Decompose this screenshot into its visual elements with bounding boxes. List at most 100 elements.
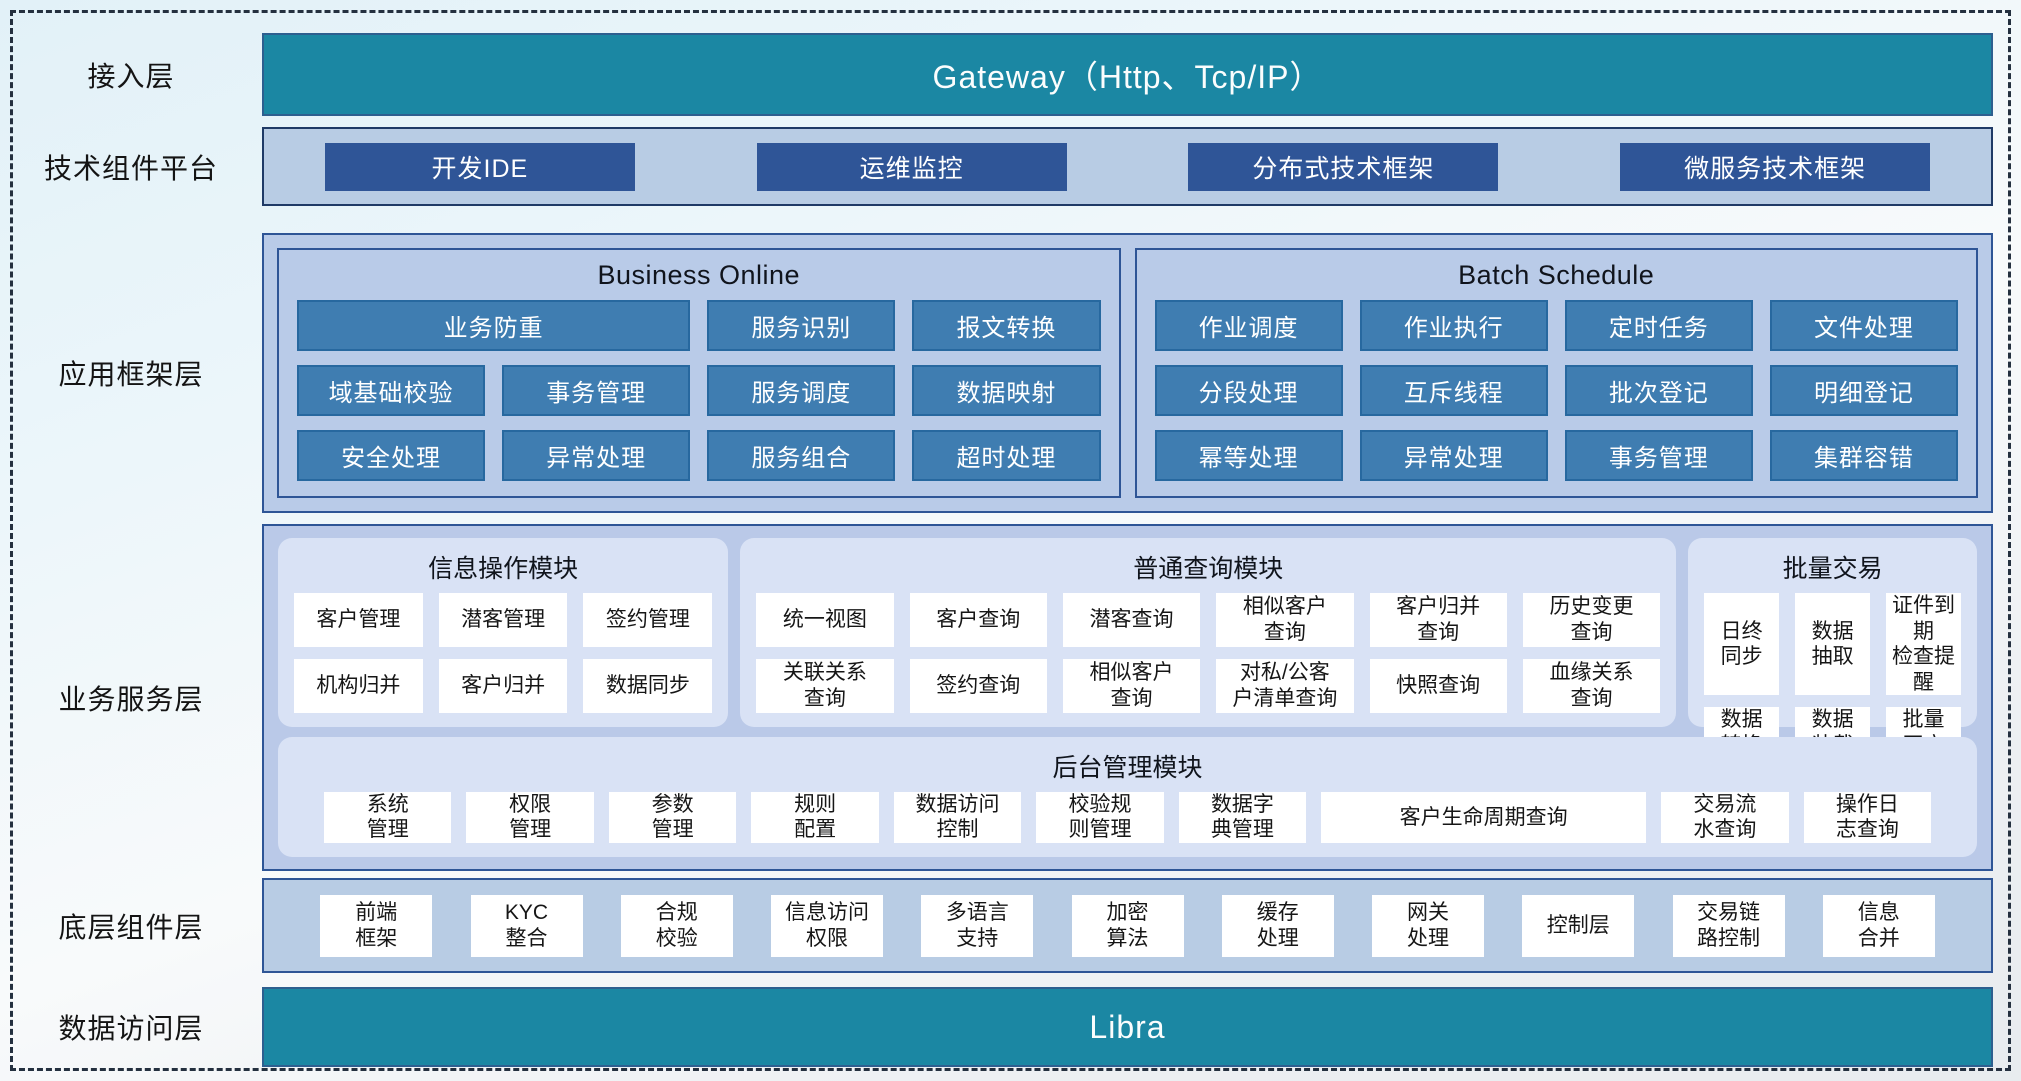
- framework-box: 幂等处理: [1154, 430, 1343, 481]
- service-box: 数据字 典管理: [1178, 791, 1307, 843]
- framework-box: 域基础校验: [297, 365, 486, 416]
- base-box: 控制层: [1522, 894, 1635, 957]
- layer-label-app-framework: 应用框架层: [58, 359, 204, 390]
- service-box: 关联关系 查询: [756, 658, 894, 713]
- batch-schedule-panel: Batch Schedule 作业调度 作业执行 定时任务 文件处理 分段处理 …: [1134, 248, 1978, 498]
- framework-box: 业务防重: [297, 300, 691, 351]
- framework-box: 定时任务: [1564, 300, 1753, 351]
- service-box: 校验规 则管理: [1036, 791, 1164, 843]
- base-box: 交易链 路控制: [1672, 894, 1785, 957]
- framework-box: 互斥线程: [1359, 365, 1548, 416]
- service-box: 日终 同步: [1704, 593, 1780, 696]
- service-box: 潜客查询: [1062, 593, 1201, 647]
- layer-app-framework: 应用框架层 Business Online 业务防重 服务识别 报文转换 域基础…: [0, 233, 1993, 513]
- service-box: 规则 配置: [751, 791, 879, 843]
- service-box: 操作日 志查询: [1803, 791, 1932, 843]
- layer-tech-platform: 技术组件平台 开发IDE 运维监控 分布式技术框架 微服务技术框架: [0, 127, 1993, 206]
- info-operation-module: 信息操作模块 客户管理 潜客管理 签约管理 机构归并 客户归并 数据同步: [278, 538, 729, 727]
- batch-schedule-grid: 作业调度 作业执行 定时任务 文件处理 分段处理 互斥线程 批次登记 明细登记 …: [1154, 300, 1958, 481]
- tech-platform-band: 开发IDE 运维监控 分布式技术框架 微服务技术框架: [262, 127, 1993, 206]
- batch-trade-title: 批量交易: [1782, 555, 1883, 583]
- base-box: 合规 校验: [620, 894, 733, 957]
- service-box: 相似客户 查询: [1216, 593, 1354, 647]
- service-box: 证件到期 检查提醒: [1886, 593, 1961, 696]
- framework-box: 作业调度: [1154, 300, 1343, 351]
- service-box: 血缘关系 查询: [1522, 658, 1661, 713]
- framework-box: 异常处理: [502, 430, 691, 481]
- business-online-panel: Business Online 业务防重 服务识别 报文转换 域基础校验 事务管…: [277, 248, 1121, 498]
- service-box: 相似客户 查询: [1062, 658, 1201, 713]
- service-box: 权限 管理: [466, 791, 594, 843]
- framework-box: 报文转换: [912, 300, 1101, 351]
- tech-item: 分布式技术框架: [1188, 142, 1499, 191]
- info-operation-grid: 客户管理 潜客管理 签约管理 机构归并 客户归并 数据同步: [294, 593, 713, 713]
- service-box: 系统 管理: [324, 791, 452, 843]
- service-box: 机构归并: [294, 658, 423, 713]
- admin-module: 后台管理模块 系统 管理 权限 管理 参数 管理 规则 配置 数据访问 控制 校…: [278, 736, 1977, 857]
- info-operation-title: 信息操作模块: [428, 555, 579, 583]
- service-box: 潜客管理: [438, 593, 568, 647]
- batch-schedule-title: Batch Schedule: [1458, 260, 1655, 290]
- framework-box: 安全处理: [297, 430, 486, 481]
- base-box: 缓存 处理: [1221, 894, 1334, 957]
- common-query-grid: 统一视图 客户查询 潜客查询 相似客户 查询 客户归并 查询 历史变更 查询 关…: [756, 593, 1661, 713]
- framework-box: 明细登记: [1769, 365, 1958, 416]
- tech-item: 开发IDE: [324, 142, 635, 191]
- base-box: 多语言 支持: [921, 894, 1034, 957]
- business-online-title: Business Online: [597, 260, 801, 290]
- service-box: 客户归并 查询: [1369, 593, 1507, 647]
- service-box: 客户查询: [909, 593, 1047, 647]
- libra-bar: Libra: [262, 987, 1993, 1067]
- service-box: 客户管理: [294, 593, 423, 647]
- framework-box: 作业执行: [1359, 300, 1548, 351]
- service-box: 数据 抽取: [1795, 593, 1871, 696]
- gateway-bar: Gateway（Http、Tcp/IP）: [262, 33, 1993, 116]
- layer-label-tech-platform: 技术组件平台: [43, 152, 218, 184]
- framework-box: 事务管理: [1564, 430, 1753, 481]
- service-box: 历史变更 查询: [1522, 593, 1661, 647]
- batch-trade-module: 批量交易 日终 同步 数据 抽取 证件到期 检查提醒 数据 转换 数据 装载 批…: [1688, 538, 1977, 759]
- layer-label-business-service: 业务服务层: [58, 683, 204, 715]
- tech-item: 微服务技术框架: [1620, 142, 1931, 191]
- base-box: 前端 框架: [320, 894, 433, 957]
- business-online-grid: 业务防重 服务识别 报文转换 域基础校验 事务管理 服务调度 数据映射 安全处理…: [297, 300, 1101, 481]
- batch-trade-grid: 日终 同步 数据 抽取 证件到期 检查提醒 数据 转换 数据 装载 批量 开户: [1704, 593, 1961, 759]
- layer-business-service: 业务服务层 信息操作模块 客户管理 潜客管理 签约管理 机构归并 客户归并: [0, 524, 1993, 871]
- layer-data-access: 数据访问层 Libra: [0, 987, 1993, 1067]
- service-box: 客户生命周期查询: [1321, 791, 1647, 843]
- service-box: 数据访问 控制: [893, 791, 1022, 843]
- service-box: 数据同步: [583, 658, 713, 713]
- layer-label-data-access: 数据访问层: [58, 1013, 204, 1044]
- service-modules-row: 信息操作模块 客户管理 潜客管理 签约管理 机构归并 客户归并 数据同步: [278, 538, 1977, 759]
- service-box: 签约管理: [583, 593, 713, 647]
- app-framework-container: Business Online 业务防重 服务识别 报文转换 域基础校验 事务管…: [262, 233, 1993, 513]
- framework-box: 批次登记: [1564, 365, 1753, 416]
- service-box: 统一视图: [756, 593, 894, 647]
- layer-access: 接入层 Gateway（Http、Tcp/IP）: [0, 33, 1993, 116]
- common-query-title: 普通查询模块: [1133, 555, 1284, 583]
- service-box: 快照查询: [1369, 658, 1507, 713]
- service-box: 参数 管理: [608, 791, 737, 843]
- base-box: 信息访问 权限: [771, 894, 883, 957]
- base-box: 加密 算法: [1071, 894, 1184, 957]
- service-box: 对私/公客 户清单查询: [1216, 658, 1354, 713]
- service-box: 交易流 水查询: [1661, 791, 1789, 843]
- layer-label-access: 接入层: [87, 60, 175, 92]
- base-box: KYC 整合: [470, 894, 583, 957]
- base-box: 信息 合并: [1822, 894, 1935, 957]
- service-box: 签约查询: [909, 658, 1047, 713]
- service-box: 客户归并: [438, 658, 568, 713]
- common-query-module: 普通查询模块 统一视图 客户查询 潜客查询 相似客户 查询 客户归并 查询 历史…: [740, 538, 1677, 727]
- framework-box: 服务识别: [707, 300, 896, 351]
- framework-box: 服务调度: [707, 365, 896, 416]
- framework-box: 文件处理: [1769, 300, 1958, 351]
- tech-item: 运维监控: [756, 142, 1067, 191]
- layer-base-components: 底层组件层 前端 框架 KYC 整合 合规 校验 信息访问 权限 多语言 支持 …: [0, 878, 1993, 973]
- admin-module-row: 系统 管理 权限 管理 参数 管理 规则 配置 数据访问 控制 校验规 则管理 …: [294, 791, 1961, 843]
- framework-box: 服务组合: [707, 430, 896, 481]
- business-service-container: 信息操作模块 客户管理 潜客管理 签约管理 机构归并 客户归并 数据同步: [262, 524, 1993, 871]
- layer-label-base-components: 底层组件层: [58, 911, 204, 943]
- base-components-band: 前端 框架 KYC 整合 合规 校验 信息访问 权限 多语言 支持 加密 算法 …: [262, 878, 1993, 973]
